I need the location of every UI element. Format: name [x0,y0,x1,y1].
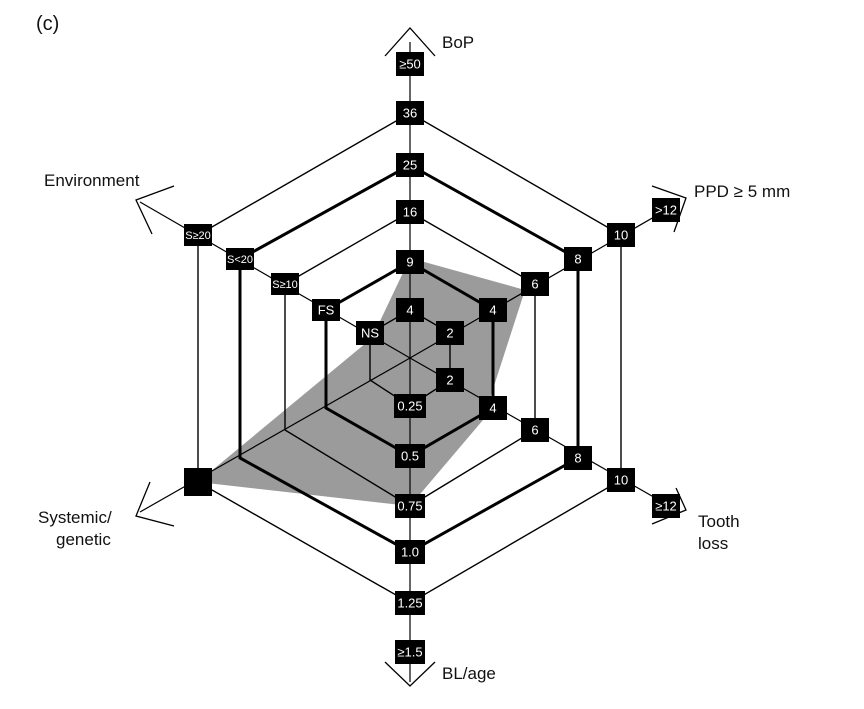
tick-inner-3: 0.25 [394,394,426,418]
tick-env-3-label: S≥20 [185,230,211,242]
tick-bop-4-label: ≥50 [399,57,421,72]
tick-inner-2: 2 [436,368,464,392]
axis-label-bl-age: BL/age [442,664,496,683]
tick-bop-0-label: 9 [406,255,413,270]
tick-bl-0: 0.5 [395,444,425,468]
tick-bop-1-label: 16 [403,205,417,220]
tick-ppd-4-label: >12 [655,203,677,218]
tick-bl-4: ≥1.5 [395,640,425,664]
tick-bl-2-label: 1.0 [401,545,419,560]
axis-label-systemic: Systemic/genetic [38,508,112,549]
tick-env-1: S≥10 [271,273,299,295]
tick-inner-3-label: 0.25 [397,399,422,414]
tick-bl-2: 1.0 [395,540,425,564]
tick-tooth-1-label: 6 [531,423,538,438]
tick-env-0-label: FS [318,303,335,318]
risk-profile-area [198,258,525,506]
axis-label-ppd: PPD ≥ 5 mm [694,182,790,201]
tick-ppd-1: 6 [521,272,549,296]
tick-tooth-1: 6 [521,418,549,442]
tick-tooth-4: ≥12 [652,494,680,518]
tick-inner-4-label: NS [361,326,379,341]
arrow-systemic-icon [135,481,175,527]
tick-bop-1: 16 [396,200,424,224]
arrow-environment-icon [135,185,175,235]
tick-bop-0: 9 [396,250,424,274]
tick-bl-1-label: 0.75 [397,499,422,514]
axis-label-bop: BoP [442,33,474,52]
tick-tooth-2: 8 [564,446,592,470]
tick-bl-3: 1.25 [395,591,425,615]
panel-label: (c) [36,13,59,35]
tick-tooth-3-label: 10 [614,473,628,488]
tick-ppd-3-label: 10 [614,228,628,243]
tick-tooth-4-label: ≥12 [655,499,677,514]
tick-tooth-2-label: 8 [574,451,581,466]
tick-inner-1: 2 [436,321,464,345]
tick-env-3: S≥20 [184,224,212,246]
tick-ppd-1-label: 6 [531,277,538,292]
tick-bop-2: 25 [396,153,424,177]
arrow-bl-icon [384,661,436,687]
tick-tooth-0: 4 [479,396,507,420]
tick-inner-0: 4 [396,298,424,322]
axis-label-environment: Environment [44,171,140,190]
tick-ppd-0-label: 4 [489,303,496,318]
tick-inner-0-label: 4 [406,303,413,318]
tick-bl-4-label: ≥1.5 [397,645,422,660]
arrow-bop-icon [384,27,436,57]
tick-env-0: FS [312,299,340,321]
tick-systemic-marker [184,468,212,496]
tick-bop-3: 36 [396,101,424,125]
tick-inner-4: NS [356,321,384,345]
tick-ppd-2: 8 [564,247,592,271]
tick-env-1-label: S≥10 [272,279,298,291]
tick-ppd-2-label: 8 [574,252,581,267]
tick-bop-3-label: 36 [403,106,417,121]
tick-inner-2-label: 2 [446,373,453,388]
tick-bl-3-label: 1.25 [397,596,422,611]
tick-tooth-3: 10 [607,468,635,492]
tick-env-2: S<20 [226,248,254,270]
tick-ppd-3: 10 [607,223,635,247]
tick-bl-1: 0.75 [395,494,425,518]
tick-boxes: 9 16 25 36 ≥50 4 6 8 10 >12 4 6 8 10 ≥12 0.5 0.75 1.0 1.25… [184,52,680,664]
tick-bl-0-label: 0.5 [401,449,419,464]
tick-bop-2-label: 25 [403,158,417,173]
tick-ppd-4: >12 [652,198,680,222]
tick-ppd-0: 4 [479,298,507,322]
tick-env-2-label: S<20 [227,254,253,266]
tick-bop-4: ≥50 [396,52,424,76]
tick-tooth-0-label: 4 [489,401,496,416]
axis-spokes [139,42,681,682]
tick-inner-1-label: 2 [446,326,453,341]
